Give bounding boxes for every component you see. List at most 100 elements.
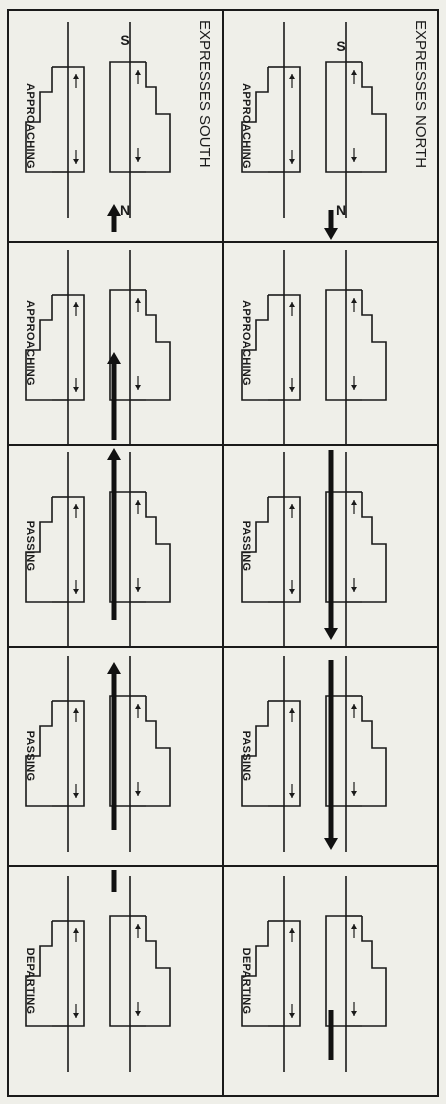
- upper-platform: [325, 22, 387, 218]
- phase-label-approaching: APPROACHING: [24, 300, 36, 386]
- header-expresses-south: EXPRESSES SOUTH: [196, 20, 213, 168]
- arrowhead-icon: [73, 504, 79, 509]
- upper-platform: [109, 876, 171, 1072]
- arrowhead-icon: [135, 1011, 141, 1016]
- lower-platform: [241, 876, 301, 1072]
- phase-label-approaching: APPROACHING: [240, 300, 252, 386]
- arrowhead-icon: [351, 157, 357, 162]
- train-arrowhead-icon: [107, 352, 121, 364]
- lower-platform: [25, 656, 85, 852]
- arrowhead-icon: [135, 385, 141, 390]
- south-letter: S: [336, 38, 345, 54]
- lower-platform: [241, 656, 301, 852]
- south-letter: S: [120, 32, 129, 48]
- train-arrowhead-icon: [107, 448, 121, 460]
- arrowhead-icon: [351, 500, 357, 505]
- station-building: [361, 62, 387, 173]
- station-building: [25, 701, 53, 807]
- platform-outline: [109, 491, 130, 603]
- platform-outline: [284, 66, 301, 173]
- phase-label-departing: DEPARTING: [240, 948, 252, 1015]
- arrowhead-icon: [351, 385, 357, 390]
- station-building: [241, 497, 269, 603]
- station-building: [241, 67, 269, 173]
- arrowhead-icon: [73, 928, 79, 933]
- lower-platform: [25, 452, 85, 648]
- arrowhead-icon: [73, 302, 79, 307]
- arrowhead-icon: [351, 298, 357, 303]
- platform-outline: [109, 915, 130, 1027]
- lower-platform: [25, 876, 85, 1072]
- platform-outline: [325, 61, 346, 173]
- arrowhead-icon: [289, 589, 295, 594]
- arrowhead-icon: [351, 924, 357, 929]
- station-building: [145, 916, 171, 1027]
- arrowhead-icon: [289, 159, 295, 164]
- lower-platform: [25, 22, 85, 218]
- platform-outline: [68, 66, 85, 173]
- arrowhead-icon: [351, 704, 357, 709]
- station-building: [25, 295, 53, 401]
- platform-outline: [284, 294, 301, 401]
- arrowhead-icon: [351, 1011, 357, 1016]
- phase-label-approaching: APPROACHING: [240, 83, 252, 169]
- station-building: [361, 290, 387, 401]
- arrowhead-icon: [73, 793, 79, 798]
- upper-platform: [325, 876, 387, 1072]
- arrowhead-icon: [73, 74, 79, 79]
- arrowhead-icon: [135, 791, 141, 796]
- upper-platform: [109, 452, 171, 648]
- upper-platform: [325, 250, 387, 446]
- arrowhead-icon: [289, 793, 295, 798]
- lower-platform: [241, 250, 301, 446]
- train-arrowhead-icon: [324, 628, 338, 640]
- platform-outline: [109, 695, 130, 807]
- station-building: [145, 290, 171, 401]
- arrowhead-icon: [135, 298, 141, 303]
- arrowhead-icon: [289, 708, 295, 713]
- north-letter: N: [120, 202, 130, 218]
- arrowhead-icon: [73, 708, 79, 713]
- arrowhead-icon: [351, 70, 357, 75]
- arrowhead-icon: [135, 924, 141, 929]
- platform-outline: [68, 496, 85, 603]
- upper-platform: [109, 22, 171, 218]
- arrowhead-icon: [73, 387, 79, 392]
- platform-outline: [68, 294, 85, 401]
- arrowhead-icon: [289, 504, 295, 509]
- platform-outline: [325, 695, 346, 807]
- platform-outline: [284, 920, 301, 1027]
- platform-outline: [284, 496, 301, 603]
- platform-outline: [325, 289, 346, 401]
- upper-platform: [325, 656, 387, 852]
- arrowhead-icon: [289, 1013, 295, 1018]
- lower-platform: [25, 250, 85, 446]
- north-letter: N: [336, 202, 346, 218]
- arrowhead-icon: [351, 791, 357, 796]
- arrowhead-icon: [135, 704, 141, 709]
- train-arrowhead-icon: [324, 228, 338, 240]
- arrowhead-icon: [289, 74, 295, 79]
- station-building: [361, 492, 387, 603]
- arrowhead-icon: [289, 928, 295, 933]
- arrowhead-icon: [135, 500, 141, 505]
- train-arrowhead-icon: [107, 662, 121, 674]
- station-building: [241, 295, 269, 401]
- station-building: [241, 921, 269, 1027]
- arrowhead-icon: [73, 159, 79, 164]
- station-building: [241, 701, 269, 807]
- phase-label-passing: PASSING: [24, 521, 36, 572]
- arrowhead-icon: [135, 587, 141, 592]
- platform-outline: [109, 289, 130, 401]
- platform-outline: [68, 920, 85, 1027]
- station-building: [145, 696, 171, 807]
- station-building: [25, 67, 53, 173]
- phase-label-passing: PASSING: [240, 521, 252, 572]
- platform-outline: [325, 491, 346, 603]
- lower-platform: [241, 452, 301, 648]
- platform-outline: [68, 700, 85, 807]
- platform-outline: [284, 700, 301, 807]
- lower-platform: [241, 22, 301, 218]
- upper-platform: [325, 452, 387, 648]
- station-building: [25, 921, 53, 1027]
